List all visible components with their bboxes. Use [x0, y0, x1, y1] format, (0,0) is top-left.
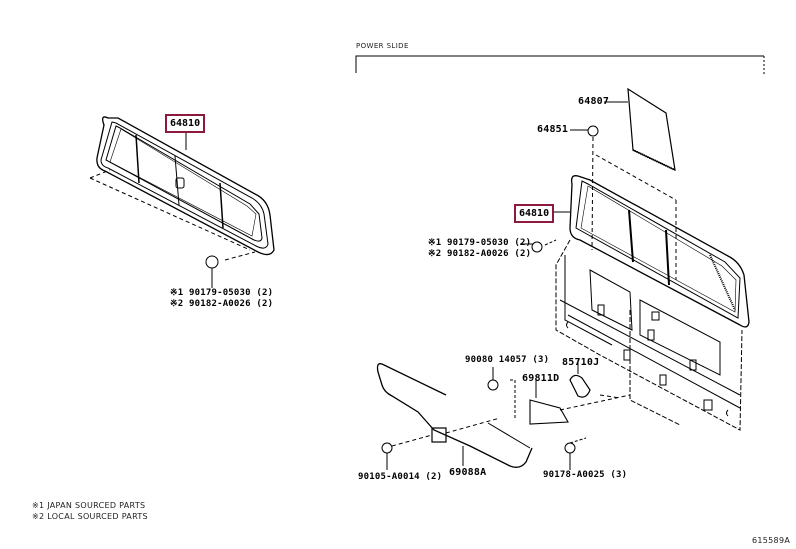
legend-japan-sourced: ※1 JAPAN SOURCED PARTS [32, 501, 146, 510]
right-window-frame [554, 175, 750, 328]
part-callout-64810-right[interactable]: 64810 [514, 204, 555, 223]
part-label-69811D[interactable]: 69811D [522, 373, 560, 384]
part-label-64807[interactable]: 64807 [578, 96, 610, 107]
figure-id: 615589A [752, 536, 791, 545]
lock-components [487, 360, 631, 470]
part-label-90105-A0014[interactable]: 90105-A0014 (2) [358, 472, 443, 482]
fastener-label-japan-left[interactable]: ※1 90179-05030 (2) [170, 288, 274, 298]
part-label-64851[interactable]: 64851 [537, 124, 569, 135]
fastener-label-local-left[interactable]: ※2 90182-A0026 (2) [170, 299, 274, 309]
part-callout-64810-left[interactable]: 64810 [165, 114, 206, 133]
fastener-label-local-right[interactable]: ※2 90182-A0026 (2) [428, 249, 532, 259]
power-slide-bracket [355, 55, 765, 75]
glass-panel-64807 [570, 87, 677, 280]
section-title-power-slide: POWER SLIDE [356, 42, 409, 50]
left-window-frame [89, 116, 275, 288]
fastener-label-japan-right[interactable]: ※1 90179-05030 (2) [428, 238, 532, 248]
part-label-90178-A0025[interactable]: 90178-A0025 (3) [543, 470, 628, 480]
rear-panel [520, 239, 743, 431]
part-label-69088A[interactable]: 69088A [449, 467, 487, 478]
legend-local-sourced: ※2 LOCAL SOURCED PARTS [32, 512, 148, 521]
part-label-85710J[interactable]: 85710J [562, 357, 600, 368]
part-label-90080-14057[interactable]: 90080 14057 (3) [465, 355, 550, 365]
lock-cable-69088A [376, 363, 533, 470]
